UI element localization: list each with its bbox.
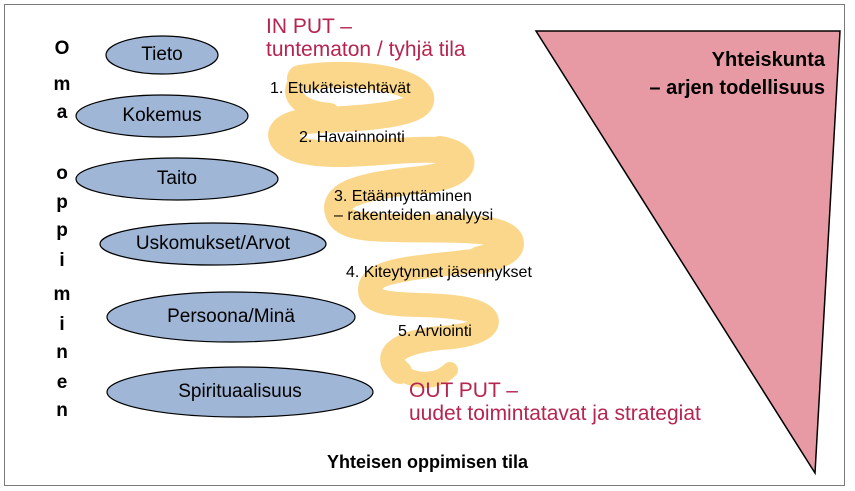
- vertical-letter: i: [59, 250, 65, 271]
- step-1: 1. Etukäteistehtävät: [270, 80, 411, 97]
- step-2: 2. Havainnointi: [299, 129, 405, 146]
- knowledge-ovals: [75, 35, 374, 418]
- oval-tieto: Tieto: [141, 44, 183, 65]
- oval-shape-persoona: [106, 291, 356, 343]
- oval-spirituaalisuus: Spirituaalisuus: [178, 381, 302, 402]
- society-triangle: [534, 30, 841, 476]
- step-3-detail: – rakenteiden analyysi: [334, 207, 494, 224]
- oval-shape-kokemus: [75, 94, 249, 138]
- oval-kokemus: Kokemus: [122, 105, 202, 126]
- step-5: 5. Arviointi: [398, 323, 472, 340]
- vertical-letter: m: [53, 284, 71, 305]
- vertical-letter: i: [59, 314, 65, 335]
- vertical-letter: m: [53, 74, 71, 95]
- vertical-letter: n: [56, 400, 68, 421]
- vertical-letter: n: [56, 342, 68, 363]
- step-3: 3. Etäännyttäminen: [334, 188, 472, 205]
- output-subtitle: uudet toimintatavat ja strategiat: [409, 402, 701, 425]
- input-subtitle: tuntematon / tyhjä tila: [266, 38, 466, 61]
- oval-taito: Taito: [156, 168, 198, 189]
- oval-persoona-mina: Persoona/Minä: [167, 306, 295, 327]
- vertical-letter: e: [56, 372, 68, 393]
- step-4: 4. Kiteytynnet jäsennykset: [346, 264, 532, 281]
- input-title: IN PUT –: [266, 15, 352, 38]
- vertical-letter: O: [54, 38, 70, 59]
- output-title: OUT PUT –: [409, 379, 518, 402]
- vertical-letter: p: [56, 220, 68, 241]
- oval-shape-tieto: [105, 35, 219, 75]
- society-title: Yhteiskunta: [711, 49, 825, 71]
- vertical-letter: o: [56, 163, 68, 184]
- oval-shape-spirituaalisuus: [106, 366, 374, 418]
- vertical-letter: a: [56, 102, 68, 123]
- vertical-letter: p: [56, 192, 68, 213]
- society-subtitle: – arjen todellisuus: [649, 77, 825, 99]
- diagram-frame: [4, 4, 845, 486]
- spiral-ribbon: [268, 61, 524, 388]
- oval-shape-uskomukset: [99, 222, 327, 266]
- footer-caption: Yhteisen oppimisen tila: [326, 452, 529, 472]
- oval-uskomukset-arvot: Uskomukset/Arvot: [135, 233, 291, 254]
- oval-shape-taito: [75, 157, 279, 201]
